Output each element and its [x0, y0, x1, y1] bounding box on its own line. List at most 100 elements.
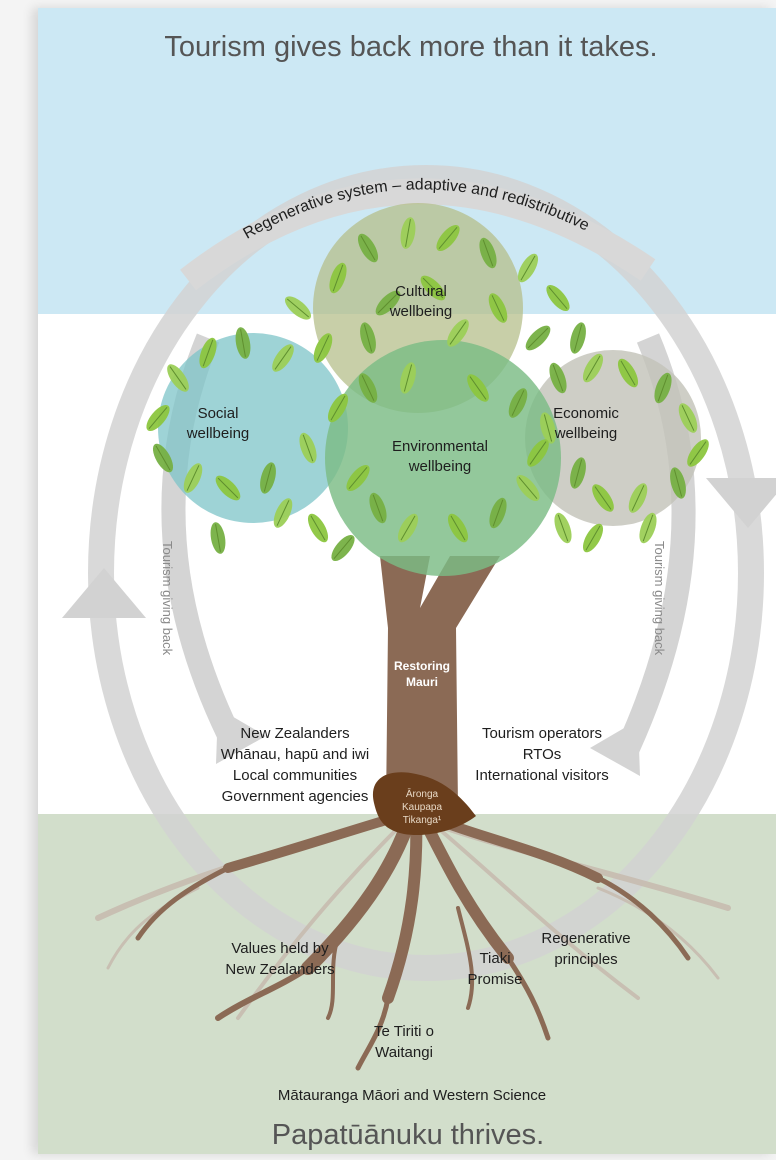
root-tiaki-2: Promise [467, 971, 522, 988]
leaf-vein [276, 500, 290, 526]
left-side-label: Tourism giving back [160, 541, 175, 656]
trunk-label-2: Mauri [406, 675, 438, 689]
leaf-vein [240, 329, 246, 357]
leaf-vein [594, 486, 612, 510]
infographic-panel: Regenerative system – adaptive and redis… [38, 8, 776, 1154]
leaf-vein [527, 327, 549, 349]
environmental-label-2: wellbeing [408, 458, 472, 475]
regenerative-tree-diagram: Regenerative system – adaptive and redis… [38, 8, 776, 1154]
cultural-label-2: wellbeing [389, 303, 453, 320]
right-group-3: International visitors [475, 767, 608, 784]
leaf-vein [316, 335, 330, 361]
trunk-label-1: Restoring [394, 659, 450, 673]
footer-title: Papatūānuku thrives. [272, 1119, 544, 1151]
leaf-vein [620, 360, 636, 386]
left-group-4: Government agencies [222, 788, 369, 805]
leaf-vein [274, 346, 292, 370]
left-group-2: Whānau, hapū and iwi [221, 746, 369, 763]
left-group-3: Local communities [233, 767, 357, 784]
leaf-vein [263, 464, 273, 492]
leaf-vein [573, 324, 583, 352]
leaf-vein [169, 366, 187, 390]
leaf-vein [548, 286, 568, 310]
right-side-label: Tourism giving back [652, 541, 667, 656]
social-label-1: Social [198, 405, 239, 422]
leaf-vein [681, 405, 695, 431]
leaf-vein [310, 515, 326, 541]
leaf-vein [333, 536, 353, 560]
leaf-vein [286, 298, 310, 318]
left-cycle-arrowhead [216, 708, 266, 764]
leaf-vein [642, 514, 654, 542]
leaf-vein [405, 219, 411, 247]
leaf-vein [511, 390, 525, 416]
leaf-vein [492, 499, 504, 527]
leaf-vein [673, 469, 683, 497]
leaf-vein [215, 524, 221, 552]
leaf-vein [186, 465, 200, 491]
right-group-2: RTOs [523, 746, 562, 763]
root-tiriti-1: Te Tiriti o [374, 1023, 434, 1040]
outer-cycle-arrow-left [62, 568, 146, 618]
cultural-label-1: Cultural [395, 283, 447, 300]
leaf-vein [529, 441, 547, 465]
leaf-vein [585, 525, 601, 551]
leaf-vein [438, 226, 458, 250]
leaf-vein [689, 441, 707, 465]
leaf-vein [332, 264, 344, 292]
leaf-vein [202, 339, 214, 367]
root-tiriti-2: Waitangi [375, 1044, 433, 1061]
leaf-vein [361, 375, 375, 401]
leaf-vein [520, 255, 536, 281]
leaf-vein [400, 515, 416, 541]
leaf-vein [449, 321, 467, 345]
left-group-1: New Zealanders [240, 725, 349, 742]
leaf-vein [518, 476, 538, 500]
social-wellbeing-circle [158, 333, 348, 523]
leaf-vein [422, 277, 444, 299]
seed-label-3: Tikanga¹ [403, 815, 442, 826]
seed-shape [372, 772, 476, 836]
leaf-vein [450, 515, 466, 541]
root-science: Mātauranga Māori and Western Science [278, 1087, 546, 1104]
seed-label-1: Āronga [406, 788, 439, 800]
leaf-vein [543, 414, 553, 442]
root-regen-2: principles [554, 951, 617, 968]
leaf-vein [155, 445, 171, 471]
leaf-vein [348, 466, 368, 490]
leaf-vein [302, 434, 314, 462]
tree-trunk [380, 556, 500, 808]
canopy-leaves [146, 217, 709, 562]
leaf-vein [363, 324, 373, 352]
leaf-vein [377, 292, 399, 314]
leaf-vein [585, 355, 601, 381]
top-cycle-arc [180, 178, 656, 291]
root-tiaki-1: Tiaki [479, 950, 510, 967]
right-cycle-arrowhead [590, 720, 640, 776]
leaf-vein [148, 406, 168, 430]
leaf-vein [403, 364, 413, 392]
leaf-vein [552, 364, 564, 392]
leaf-vein [557, 514, 569, 542]
social-label-2: wellbeing [186, 425, 250, 442]
leaf-vein [482, 239, 494, 267]
leaf-vein [631, 485, 645, 511]
leaf-vein [491, 295, 505, 321]
economic-label-2: wellbeing [554, 425, 618, 442]
leaf-vein [330, 395, 346, 421]
root-regen-1: Regenerative [541, 930, 630, 947]
seed-label-2: Kaupapa [402, 802, 442, 813]
leaf-vein [372, 494, 384, 522]
leaf-vein [217, 477, 239, 499]
economic-label-1: Economic [553, 405, 619, 422]
root-values-2: New Zealanders [225, 961, 334, 978]
environmental-label-1: Environmental [392, 438, 488, 455]
outer-cycle-arrow-right [706, 478, 776, 528]
leaf-vein [469, 376, 487, 400]
root-values-1: Values held by [231, 940, 329, 957]
right-group-1: Tourism operators [482, 725, 602, 742]
leaf-vein [360, 235, 376, 261]
leaf-vein [657, 374, 669, 402]
header-title: Tourism gives back more than it takes. [164, 31, 657, 63]
